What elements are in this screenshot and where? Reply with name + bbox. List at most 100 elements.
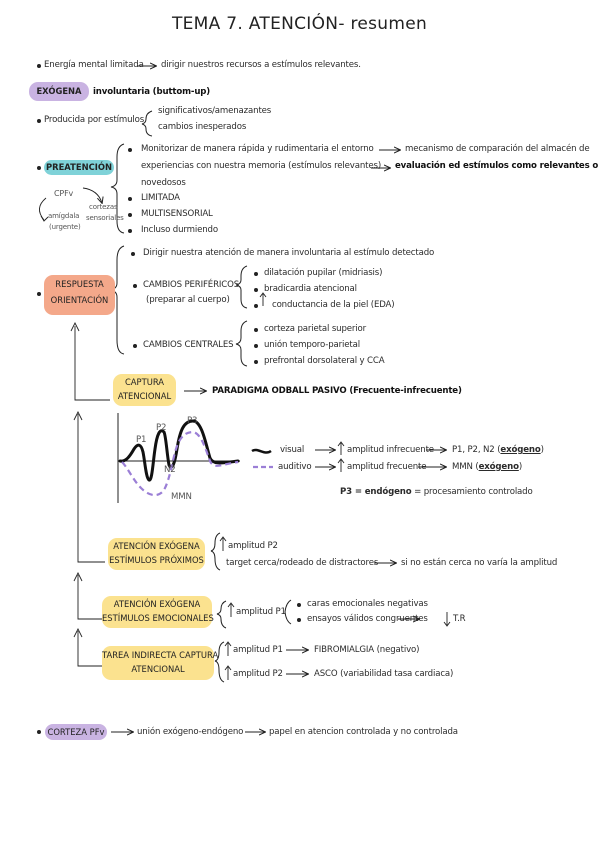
legend-visual: visual [280, 445, 305, 455]
captura-label-line1: CAPTURA [124, 377, 165, 387]
up-arrow-icon [219, 536, 227, 551]
bullet [254, 328, 258, 332]
preatencion-item-3: MULTISENSORIAL [141, 209, 213, 219]
proximos-label-line2: ESTÍMULOS PRÓXIMOS [109, 555, 204, 565]
bullet [37, 119, 41, 123]
page-title: TEMA 7. ATENCIÓN- resumen [171, 14, 428, 34]
up-arrow-icon [337, 441, 345, 455]
p3-label: P3 [187, 416, 198, 426]
brace [110, 143, 125, 234]
brace [210, 532, 221, 571]
urgente-label: (urgente) [49, 223, 81, 231]
p3-note: P3 = endógeno = procesamiento controlado [340, 487, 533, 497]
bullet [128, 229, 132, 233]
proximos-label-line1: ATENCIÓN EXÓGENA [113, 541, 200, 551]
brace [214, 641, 225, 683]
visual-result: P1, P2, N2 (exógeno) [452, 445, 544, 455]
sensoriales-label: sensoriales [86, 214, 124, 222]
captura-label: CAPTURA ATENCIONAL [113, 374, 176, 406]
bullet [254, 288, 258, 292]
connector-line [77, 575, 102, 620]
exogena-type: involuntaria (buttom-up) [93, 87, 211, 97]
tarea-row2-result: ASCO (variabilidad tasa cardiaca) [314, 669, 454, 679]
emocionales-label: ATENCIÓN EXÓGENA ESTÍMULOS EMOCIONALES [102, 596, 214, 628]
corteza-end: papel en atencion controlada y no contro… [269, 727, 458, 737]
arrow-icon [82, 187, 102, 203]
periferico-item: bradicardia atencional [264, 284, 357, 294]
central-item: corteza parietal superior [264, 324, 366, 334]
bullet [37, 292, 41, 296]
perifericos-label: CAMBIOS PERIFÉRICOS [143, 280, 240, 290]
cpfv-label: CPFv [54, 189, 74, 198]
tarea-label-line2: ATENCIONAL [131, 664, 185, 674]
connector-line [74, 326, 110, 401]
bullet [133, 344, 137, 348]
bullet [297, 618, 301, 622]
emocional-item: ensayos válidos congruentes [307, 614, 428, 624]
paradigm-text: PARADIGMA ODBALL PASIVO (Frecuente-infre… [212, 386, 462, 396]
preatencion-item-1-line2: experiencias con nuestra memoria (estímu… [141, 161, 382, 171]
intro-left: Energía mental limitada [44, 60, 144, 70]
auditivo-result: MMN (exógeno) [452, 462, 523, 472]
curved-arrow-icon [39, 197, 47, 221]
brace [141, 110, 153, 137]
bullet [254, 360, 258, 364]
bullet [37, 64, 41, 68]
connector-line [77, 414, 105, 563]
bullet [254, 272, 258, 276]
intro-right: dirigir nuestros recursos a estímulos re… [161, 60, 361, 70]
emocional-item: caras emocionales negativas [307, 599, 428, 609]
visual-amp: amplitud infrecuente [347, 445, 434, 455]
legend-auditivo: auditivo [278, 462, 312, 472]
produced-by-text: Producida por estímulos [44, 115, 145, 125]
corteza-label: CORTEZA PFv [45, 724, 107, 740]
proximos-label: ATENCIÓN EXÓGENA ESTÍMULOS PRÓXIMOS [108, 538, 205, 570]
bullet [37, 166, 41, 170]
proximos-result: si no están cerca no varía la amplitud [401, 558, 558, 568]
periferico-item: dilatación pupilar (midriasis) [264, 268, 383, 278]
amigdala-label: amígdala [48, 212, 80, 220]
mmn-label: MMN [171, 492, 192, 502]
legend-visual-line [251, 448, 272, 454]
proximos-target: target cerca/rodeado de distractores [226, 558, 379, 568]
central-item: prefrontal dorsolateral y CCA [264, 356, 385, 366]
bullet [297, 603, 301, 607]
up-arrow-icon [224, 641, 232, 656]
preatencion-item-1-line3: novedosos [141, 178, 186, 188]
up-arrow-icon [227, 602, 235, 617]
bullet [254, 304, 258, 308]
bullet [128, 213, 132, 217]
erp-graph [117, 413, 273, 503]
erp-auditivo-curve [121, 430, 239, 497]
bullet [128, 148, 132, 152]
preatencion-item-1-evaluacion: evaluación ed estímulos como relevantes … [395, 161, 599, 171]
preatencion-item-4: Incluso durmiendo [141, 225, 218, 235]
proximos-amp: amplitud P2 [228, 541, 278, 551]
preatencion-item-1-arrow-text: mecanismo de comparación del almacén de [405, 144, 590, 154]
respuesta-label-line2: ORIENTACIÓN [50, 295, 109, 305]
p1-label: P1 [136, 435, 147, 445]
bullet [37, 730, 41, 734]
brace [235, 265, 248, 309]
emocionales-label-line1: ATENCIÓN EXÓGENA [113, 599, 201, 609]
n2-label: N2 [164, 465, 176, 475]
emocionales-amp: amplitud P1 [236, 607, 286, 617]
tr-label: T.R [453, 614, 466, 624]
erp-visual-curve [118, 419, 240, 482]
tarea-row1-amp: amplitud P1 [233, 645, 283, 655]
preatencion-item-1: Monitorizar de manera rápida y rudimenta… [141, 144, 374, 154]
brace [235, 320, 248, 367]
up-arrow-icon [259, 292, 267, 306]
bullet [254, 344, 258, 348]
auditivo-amp: amplitud frecuente [347, 462, 427, 472]
central-item: unión temporo-parietal [264, 340, 360, 350]
down-arrow-icon [443, 612, 451, 627]
respuesta-label: RESPUESTA ORIENTACIÓN [44, 275, 115, 315]
cortezas-label: cortezas [89, 203, 118, 211]
periferico-item: conductancia de la piel (EDA) [272, 300, 395, 310]
brace [216, 600, 227, 629]
perifericos-sub: (preparar al cuerpo) [146, 295, 230, 305]
respuesta-first: Dirigir nuestra atención de manera invol… [143, 248, 435, 258]
captura-label-line2: ATENCIONAL [117, 391, 172, 401]
